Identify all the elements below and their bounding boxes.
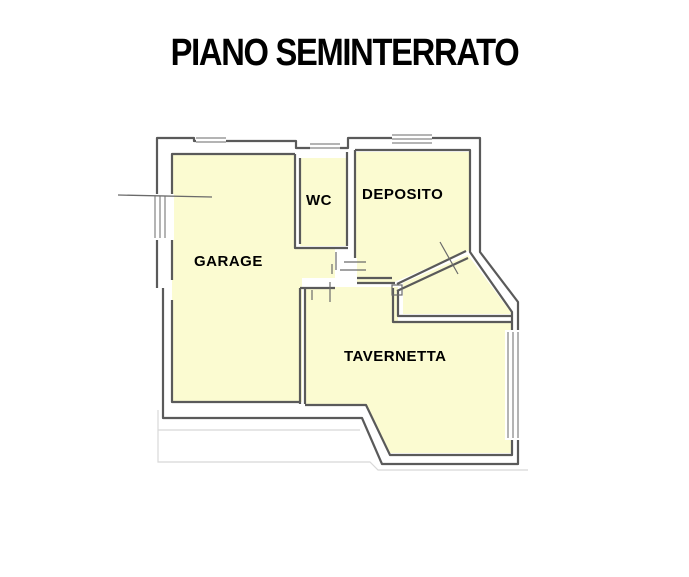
wc-area: [300, 158, 347, 246]
room-label-tavernetta: TAVERNETTA: [344, 348, 447, 365]
door-marks: [311, 241, 459, 302]
room-fills: [172, 152, 512, 453]
room-label-wc: WC: [306, 192, 332, 209]
windows: [154, 134, 519, 438]
room-labels: GARAGE WC DEPOSITO TAVERNETTA: [194, 186, 447, 365]
room-label-deposito: DEPOSITO: [362, 186, 443, 203]
garage-entrance-marker: [117, 194, 213, 198]
tavernetta-area: [305, 287, 512, 453]
plan-title: PIANO SEMINTERRATO: [170, 32, 520, 74]
exterior-outline: [157, 410, 528, 471]
wall-openings: [150, 133, 525, 440]
passage-area: [403, 255, 512, 314]
room-label-garage: GARAGE: [194, 253, 263, 270]
deposito-area: [355, 152, 470, 283]
